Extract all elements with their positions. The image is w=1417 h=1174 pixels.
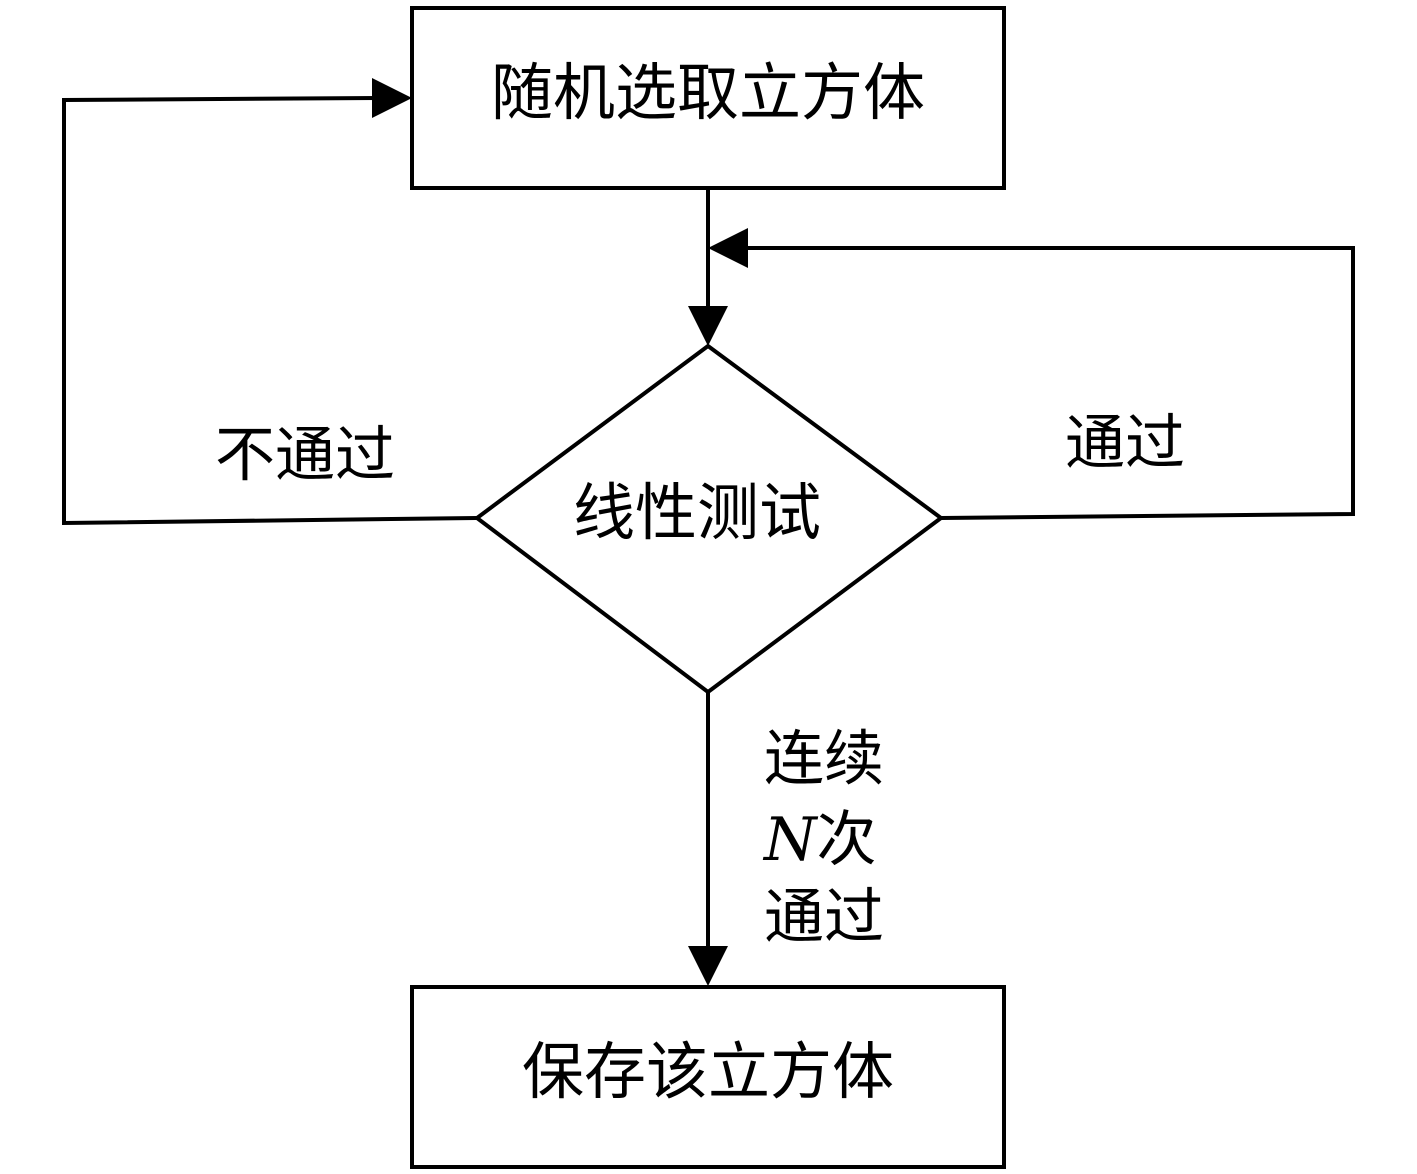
edge-fail-label: 不通过	[215, 421, 395, 491]
edge-pass-n-line2: N次	[762, 805, 877, 875]
start-node-label: 随机选取立方体	[491, 56, 925, 129]
edge-pass-loop: 通过	[708, 228, 1355, 520]
edge-decision-to-end: 连续 N次 通过	[688, 692, 884, 986]
edge-pass-label: 通过	[1065, 409, 1185, 479]
edge-start-to-decision	[688, 188, 728, 346]
end-box	[410, 985, 1006, 1169]
end-node: 保存该立方体	[410, 985, 1006, 1169]
edge-pass-loop-line	[742, 246, 1355, 520]
edge-pass-n-line1: 连续	[764, 725, 884, 795]
decision-node-label: 线性测试	[573, 476, 821, 549]
end-node-label: 保存该立方体	[522, 1035, 894, 1108]
arrow-right-icon	[372, 78, 412, 118]
decision-node: 线性测试	[473, 343, 945, 695]
arrow-down-icon	[688, 306, 728, 346]
start-node: 随机选取立方体	[410, 6, 1006, 190]
edge-fail-loop-line	[62, 96, 478, 526]
arrow-left-icon	[708, 228, 748, 268]
edge-pass-n-line3: 通过	[764, 883, 884, 953]
start-box	[410, 6, 1006, 190]
arrow-down-icon	[688, 946, 728, 986]
edge-pass-n-times: 次	[817, 805, 877, 875]
edge-pass-n-var: N	[762, 805, 819, 875]
edge-fail-loop: 不通过	[62, 78, 478, 526]
